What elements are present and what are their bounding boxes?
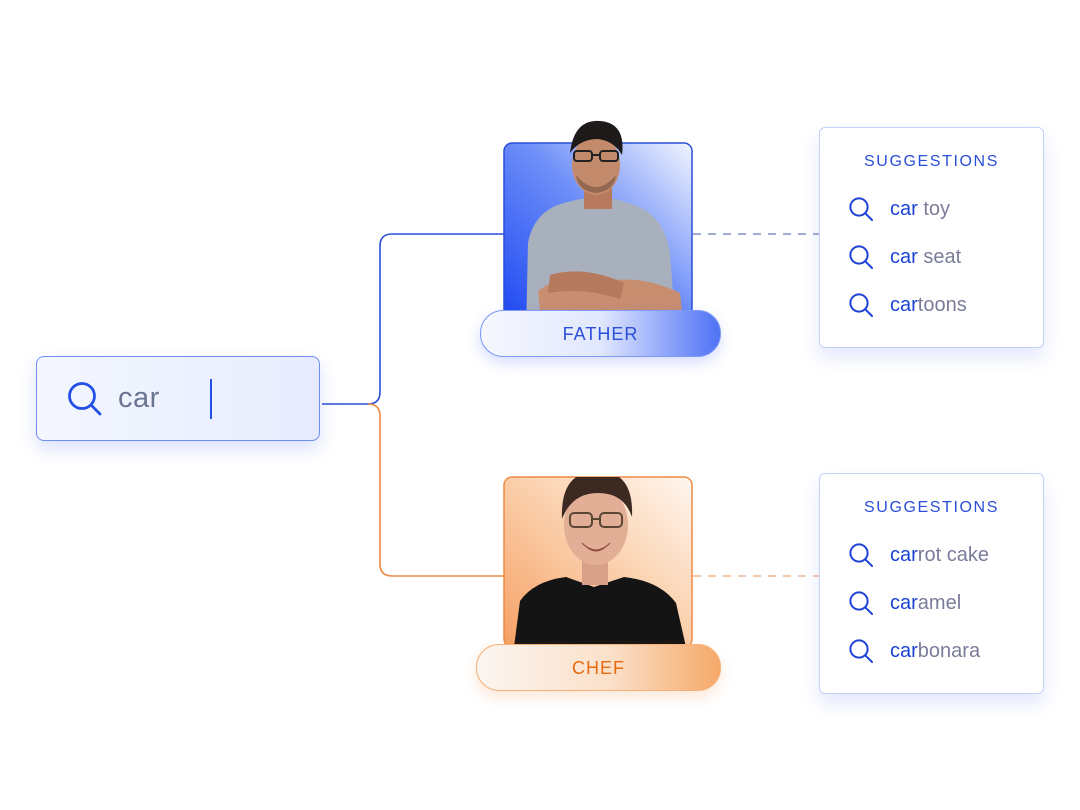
suggestion-item[interactable]: carrot cake xyxy=(848,540,1038,570)
suggestion-rest: toy xyxy=(917,198,951,220)
search-icon xyxy=(849,543,873,567)
search-box[interactable]: car xyxy=(36,356,320,441)
suggestion-item[interactable]: carbonara xyxy=(848,636,1038,666)
suggestion-rest: rot cake xyxy=(917,544,989,566)
suggestion-item[interactable]: car seat xyxy=(848,242,1038,272)
chef-photo xyxy=(503,476,693,648)
suggestion-rest: toons xyxy=(917,294,967,316)
search-query: car xyxy=(118,382,160,414)
suggestion-text: cartoons xyxy=(890,292,967,318)
text-caret xyxy=(210,379,212,419)
suggestions-title: SUGGESTIONS xyxy=(864,499,999,516)
chef-label: CHEF xyxy=(476,644,721,691)
father-label: FATHER xyxy=(480,310,721,357)
suggestion-match: car xyxy=(890,544,918,566)
search-icon xyxy=(849,293,873,317)
chef-illustration xyxy=(503,476,693,648)
father-illustration xyxy=(503,120,693,334)
suggestion-text: carrot cake xyxy=(890,542,989,568)
suggestion-match: car xyxy=(890,246,918,268)
father-connector xyxy=(322,233,504,405)
suggestion-match: car xyxy=(890,592,918,614)
suggestion-match: car xyxy=(890,294,918,316)
search-icon xyxy=(849,591,873,615)
suggestion-item[interactable]: caramel xyxy=(848,588,1038,618)
father-suggestions-panel: SUGGESTIONS car toy car seat cartoons xyxy=(819,127,1044,348)
suggestion-match: car xyxy=(890,198,918,220)
search-icon xyxy=(68,382,102,416)
father-photo xyxy=(503,120,693,334)
chef-suggestions-panel: SUGGESTIONS carrot cake caramel carbonar… xyxy=(819,473,1044,694)
suggestions-title: SUGGESTIONS xyxy=(864,153,999,170)
chef-connector xyxy=(367,403,504,577)
suggestion-text: caramel xyxy=(890,590,961,616)
suggestion-rest: bonara xyxy=(917,640,981,662)
suggestion-rest: seat xyxy=(917,246,962,268)
suggestion-match: car xyxy=(890,640,918,662)
suggestion-item[interactable]: cartoons xyxy=(848,290,1038,320)
suggestion-text: car seat xyxy=(890,244,961,270)
search-icon xyxy=(849,197,873,221)
suggestion-rest: amel xyxy=(917,592,962,614)
suggestion-text: car toy xyxy=(890,196,950,222)
suggestion-item[interactable]: car toy xyxy=(848,194,1038,224)
search-icon xyxy=(849,245,873,269)
search-icon xyxy=(849,639,873,663)
suggestion-text: carbonara xyxy=(890,638,980,664)
